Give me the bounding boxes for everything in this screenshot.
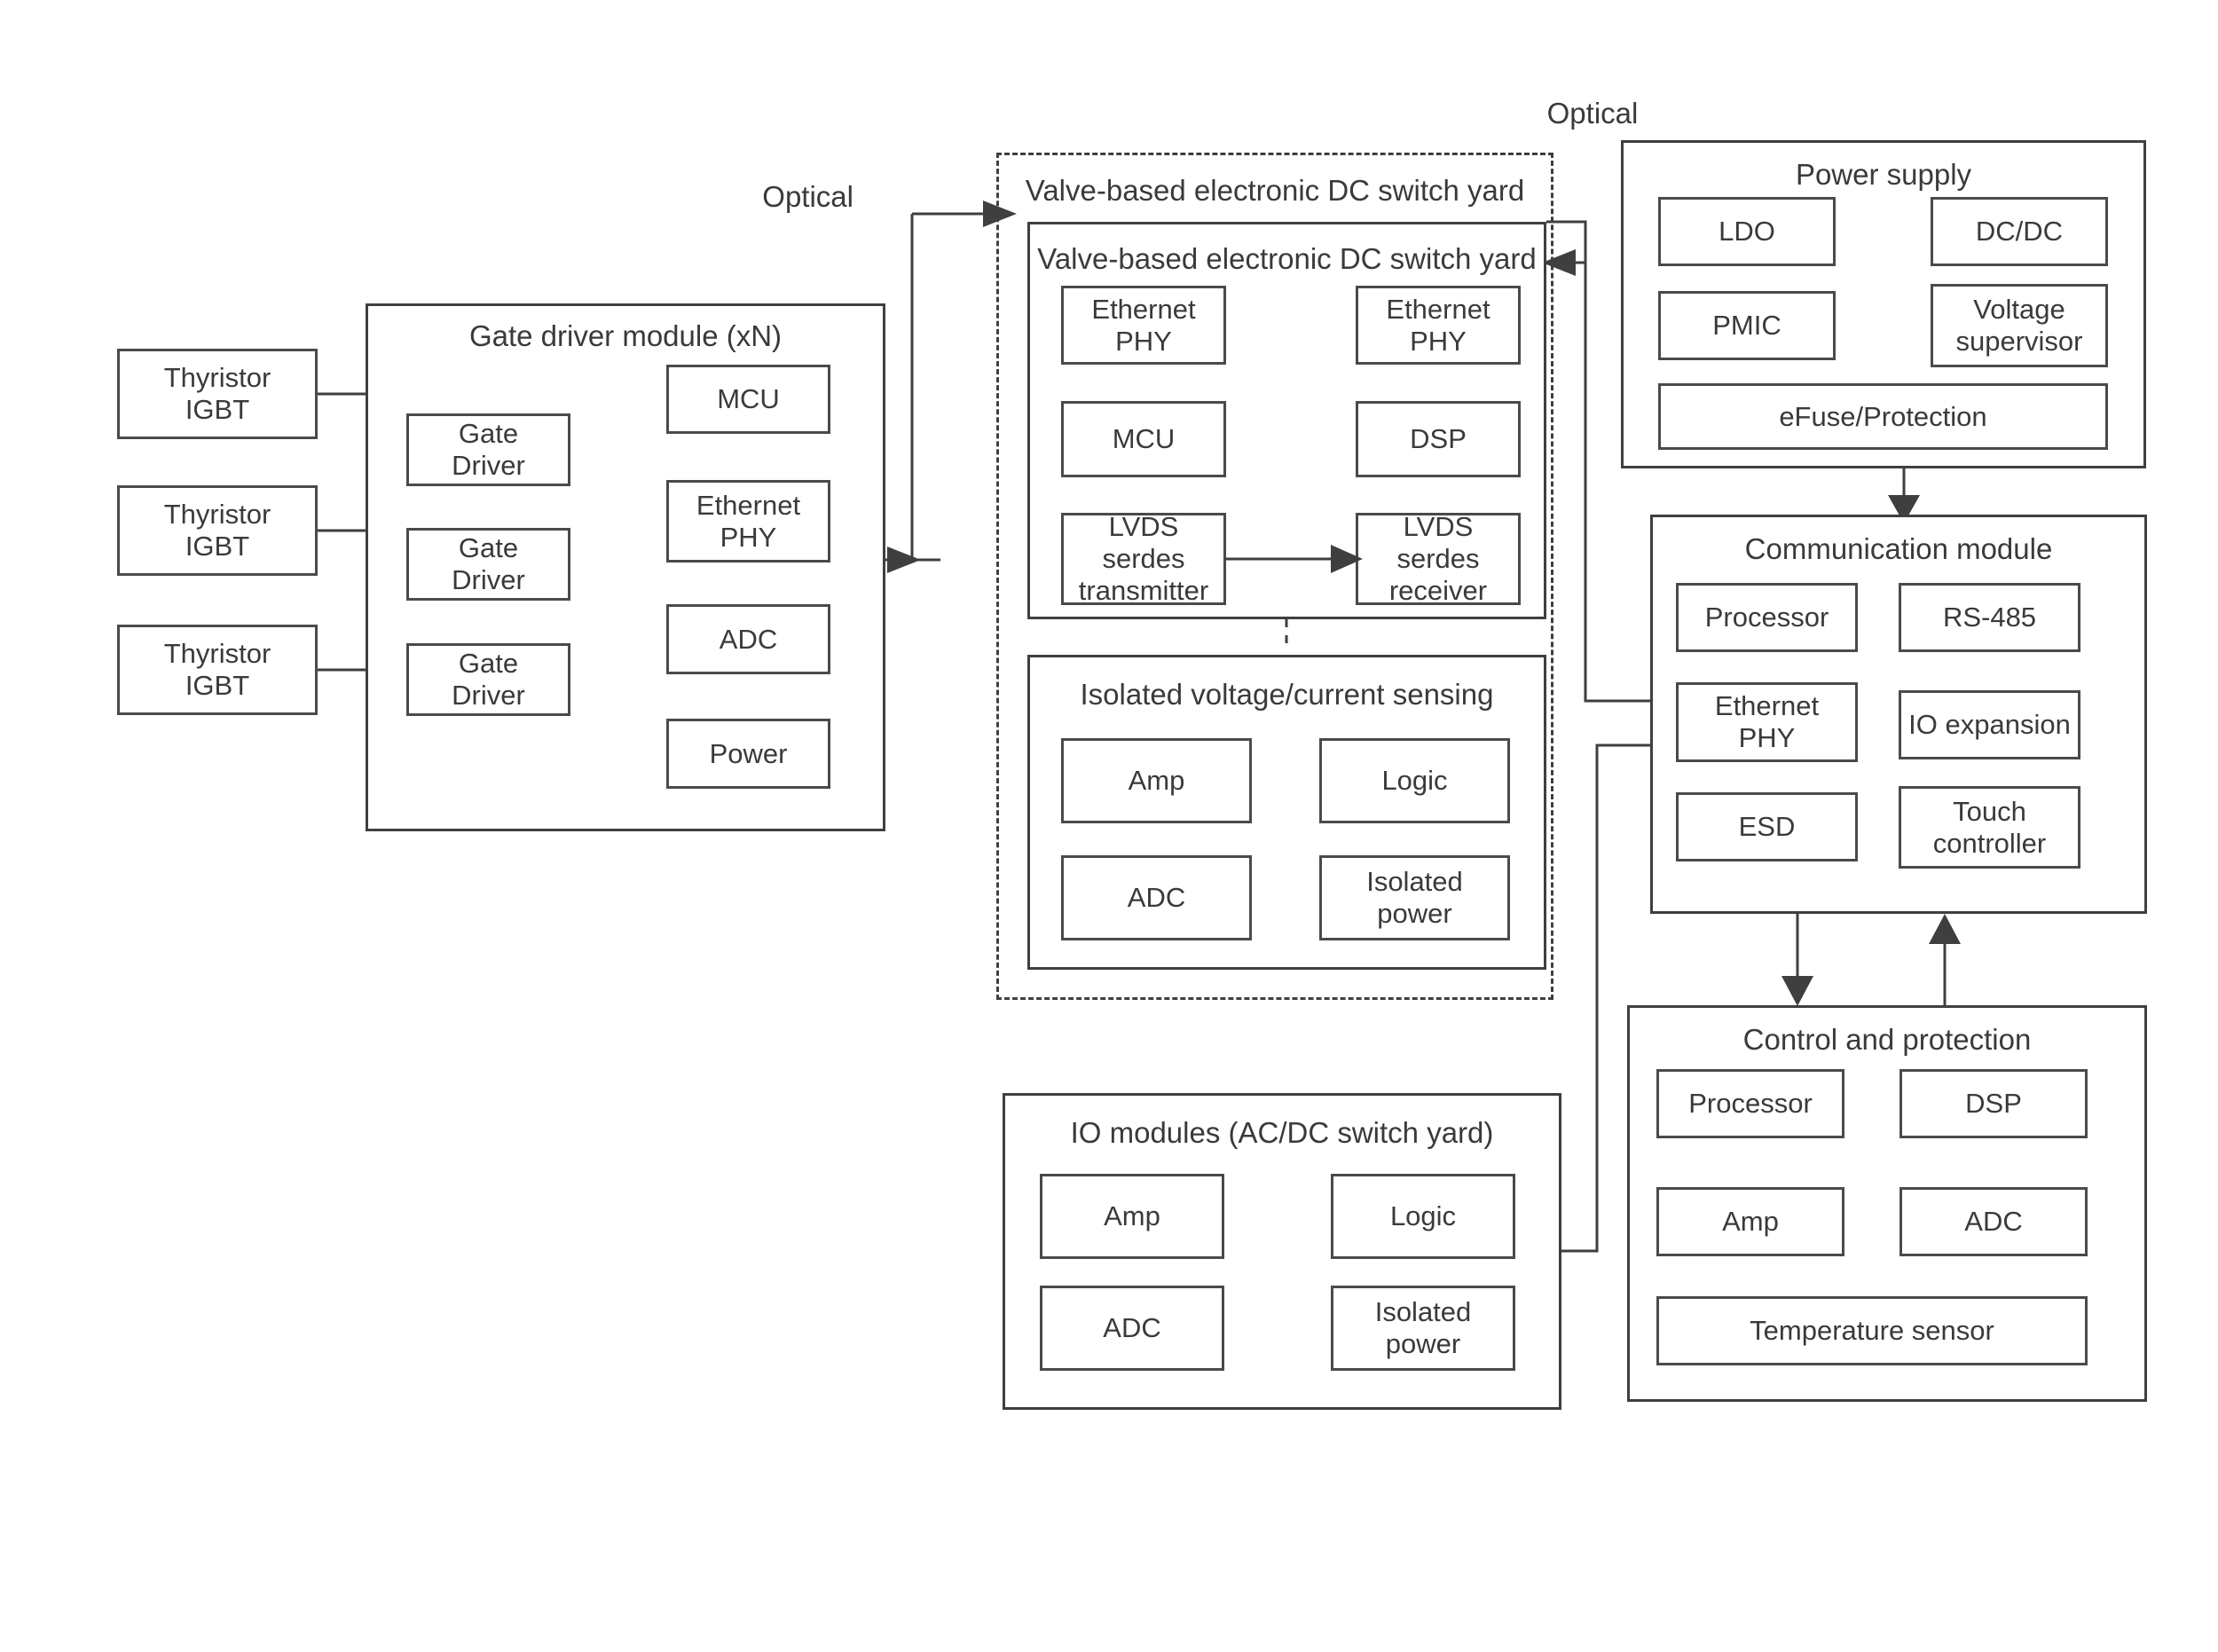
gate-module-adc[interactable]: ADC	[666, 604, 830, 674]
comm-rs485[interactable]: RS-485	[1899, 583, 2080, 652]
power-supply-dcdc[interactable]: DC/DC	[1931, 197, 2108, 266]
valve-yard-dsp[interactable]: DSP	[1356, 401, 1521, 477]
valve-yard-outer-title: Valve-based electronic DC switch yard	[1025, 174, 1525, 207]
valve-yard-ethernet-phy-left[interactable]: Ethernet PHY	[1061, 286, 1226, 365]
thyristor-igbt-3[interactable]: Thyristor IGBT	[117, 625, 318, 715]
control-adc[interactable]: ADC	[1899, 1187, 2088, 1256]
control-temperature-sensor[interactable]: Temperature sensor	[1656, 1296, 2088, 1365]
comm-esd[interactable]: ESD	[1676, 792, 1858, 861]
gate-driver-module-title: Gate driver module (xN)	[468, 319, 783, 352]
arrowhead-control-to-comm	[1929, 914, 1961, 944]
comm-processor[interactable]: Processor	[1676, 583, 1858, 652]
thyristor-igbt-2[interactable]: Thyristor IGBT	[117, 485, 318, 576]
isolated-sensing-logic[interactable]: Logic	[1319, 738, 1510, 823]
thyristor-igbt-1[interactable]: Thyristor IGBT	[117, 349, 318, 439]
valve-yard-ethernet-phy-right[interactable]: Ethernet PHY	[1356, 286, 1521, 365]
valve-yard-mcu[interactable]: MCU	[1061, 401, 1226, 477]
power-supply-efuse-protection[interactable]: eFuse/Protection	[1658, 383, 2108, 450]
power-supply-title: Power supply	[1795, 158, 1972, 191]
isolated-sensing-title: Isolated voltage/current sensing	[1080, 678, 1494, 711]
io-modules-adc[interactable]: ADC	[1040, 1286, 1224, 1371]
valve-yard-outer-container	[996, 153, 1553, 1000]
communication-module-title: Communication module	[1744, 532, 2053, 565]
valve-yard-inner-title: Valve-based electronic DC switch yard	[1037, 242, 1537, 275]
edge-label-optical-top: Optical	[1546, 97, 1639, 130]
arrowhead-valveyard-to-gatemodule	[887, 547, 921, 573]
io-modules-logic[interactable]: Logic	[1331, 1174, 1515, 1259]
isolated-sensing-amp[interactable]: Amp	[1061, 738, 1252, 823]
power-supply-ldo[interactable]: LDO	[1658, 197, 1836, 266]
control-processor[interactable]: Processor	[1656, 1069, 1844, 1138]
control-amp[interactable]: Amp	[1656, 1187, 1844, 1256]
gate-driver-1[interactable]: Gate Driver	[406, 413, 570, 486]
gate-module-mcu[interactable]: MCU	[666, 365, 830, 434]
power-supply-pmic[interactable]: PMIC	[1658, 291, 1836, 360]
edge-label-optical-left: Optical	[762, 180, 853, 213]
isolated-sensing-adc[interactable]: ADC	[1061, 855, 1252, 940]
io-modules-isolated-power[interactable]: Isolated power	[1331, 1286, 1515, 1371]
gate-driver-2[interactable]: Gate Driver	[406, 528, 570, 601]
comm-ethernet-phy[interactable]: Ethernet PHY	[1676, 682, 1858, 762]
gate-module-power[interactable]: Power	[666, 719, 830, 789]
power-supply-voltage-supervisor[interactable]: Voltage supervisor	[1931, 284, 2108, 367]
comm-touch-controller[interactable]: Touch controller	[1899, 786, 2080, 869]
io-modules-title: IO modules (AC/DC switch yard)	[1070, 1116, 1494, 1149]
control-dsp[interactable]: DSP	[1899, 1069, 2088, 1138]
isolated-sensing-isolated-power[interactable]: Isolated power	[1319, 855, 1510, 940]
arrowhead-comm-to-control	[1781, 976, 1813, 1006]
gate-driver-3[interactable]: Gate Driver	[406, 643, 570, 716]
io-modules-amp[interactable]: Amp	[1040, 1174, 1224, 1259]
comm-io-expansion[interactable]: IO expansion	[1899, 690, 2080, 759]
valve-yard-lvds-receiver[interactable]: LVDS serdes receiver	[1356, 511, 1521, 606]
valve-yard-lvds-transmitter[interactable]: LVDS serdes transmitter	[1061, 511, 1226, 606]
control-protection-title: Control and protection	[1742, 1023, 2032, 1056]
gate-module-ethernet-phy[interactable]: Ethernet PHY	[666, 480, 830, 562]
